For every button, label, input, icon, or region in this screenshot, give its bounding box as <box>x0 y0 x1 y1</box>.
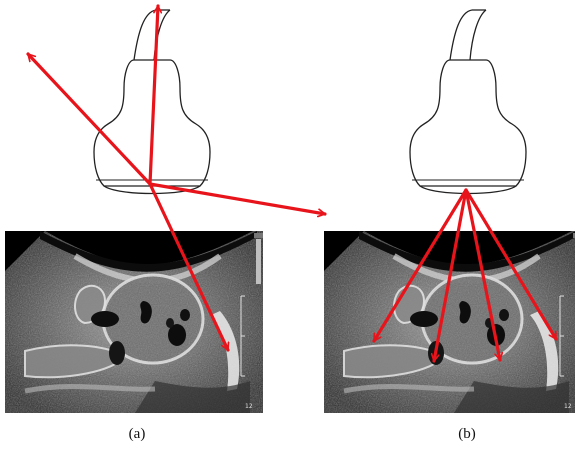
caption-b: (b) <box>437 426 497 443</box>
ultrasound-image-a: 12 <box>5 231 263 413</box>
ultrasound-transducer-icon <box>410 10 526 194</box>
panel-b: 12 <box>324 10 575 413</box>
panel-a: 12 <box>5 6 325 413</box>
caption-a: (a) <box>107 426 167 443</box>
scale-label-a: 12 <box>245 403 253 410</box>
arrow-icon <box>150 184 325 214</box>
scale-label-b: 12 <box>564 403 572 410</box>
ultrasound-image-b: 12 <box>324 231 575 413</box>
